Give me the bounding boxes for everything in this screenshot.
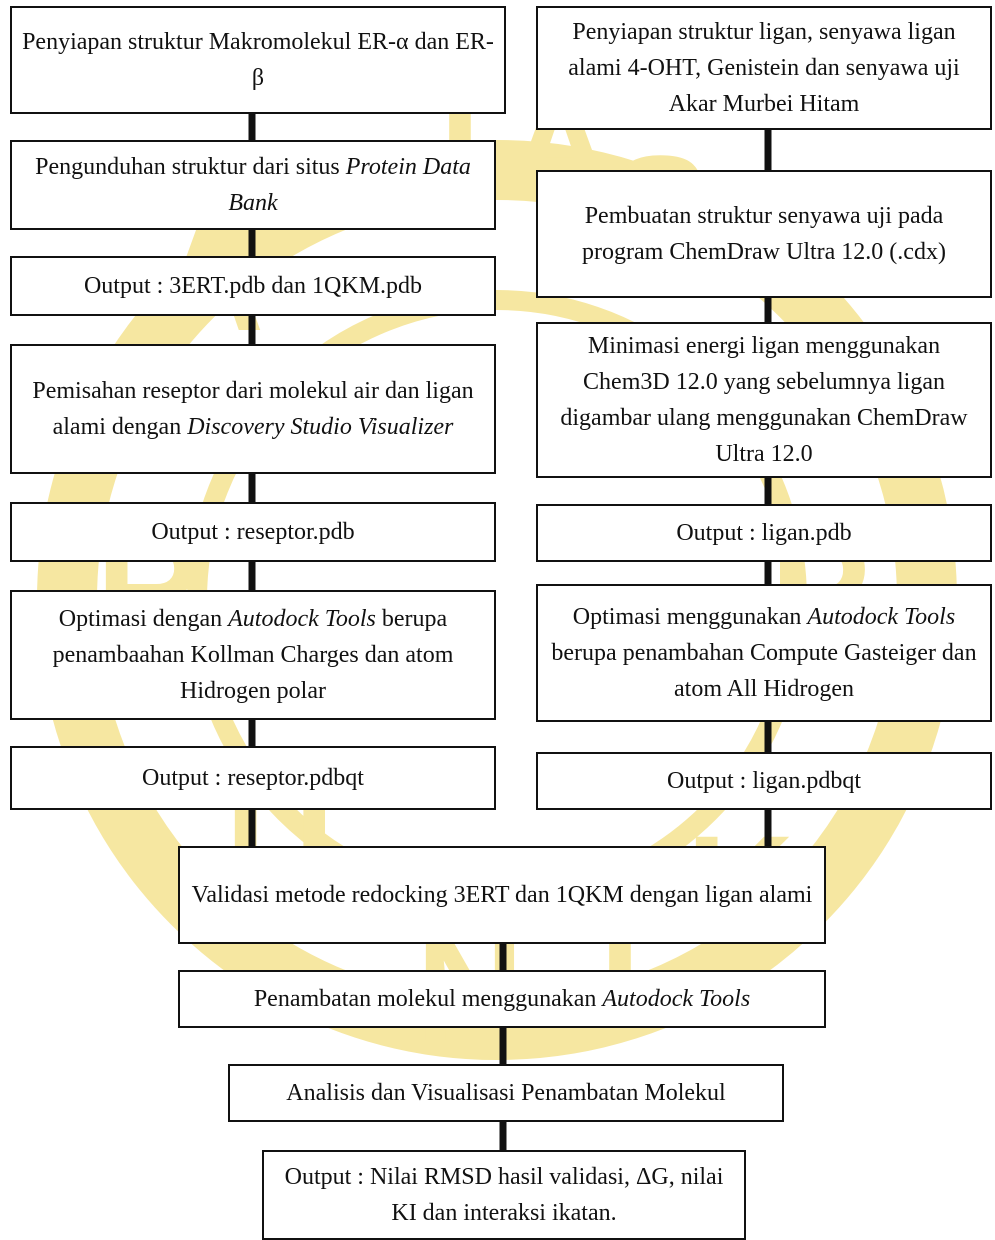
step-validation-redocking-text: Validasi metode redocking 3ERT dan 1QKM … [191,882,813,908]
left-step-separate-receptor-text: Pemisahan reseptor dari molekul air dan … [32,378,474,440]
left-output-receptor-pdb-text: Output : reseptor.pdb [151,519,355,545]
left-step-download-pdb-text: Pengunduhan struktur dari situs Protein … [35,154,471,216]
step-molecular-docking-text: Penambatan molekul menggunakan Autodock … [253,986,751,1012]
left-output-receptor-pdb: Output : reseptor.pdb [10,502,496,562]
left-output-receptor-pdbqt: Output : reseptor.pdbqt [10,746,496,810]
left-step-download-pdb: Pengunduhan struktur dari situs Protein … [10,140,496,230]
left-step-optimize-autodock-text: Optimasi dengan Autodock Tools berupa pe… [52,606,454,704]
step-validation-redocking: Validasi metode redocking 3ERT dan 1QKM … [178,846,826,944]
right-step-chemdraw-structure-text: Pembuatan struktur senyawa uji pada prog… [582,203,946,265]
right-output-ligand-pdb-text: Output : ligan.pdb [676,520,852,546]
left-step-prepare-macromolecule-text: Penyiapan struktur Makromolekul ER-α dan… [22,29,494,91]
right-step-optimize-autodock-text: Optimasi menggunakan Autodock Tools beru… [551,604,977,702]
right-output-ligand-pdb: Output : ligan.pdb [536,504,992,562]
right-step-optimize-autodock: Optimasi menggunakan Autodock Tools beru… [536,584,992,722]
left-output-pdb-files: Output : 3ERT.pdb dan 1QKM.pdb [10,256,496,316]
right-step-chemdraw-structure: Pembuatan struktur senyawa uji pada prog… [536,170,992,298]
right-step-energy-minimization-text: Minimasi energi ligan menggunakan Chem3D… [560,333,968,467]
step-analysis-visualization-text: Analisis dan Visualisasi Penambatan Mole… [286,1080,726,1106]
left-output-receptor-pdbqt-text: Output : reseptor.pdbqt [142,765,364,791]
right-step-prepare-ligand-text: Penyiapan struktur ligan, senyawa ligan … [568,19,960,117]
step-molecular-docking: Penambatan molekul menggunakan Autodock … [178,970,826,1028]
step-analysis-visualization: Analisis dan Visualisasi Penambatan Mole… [228,1064,784,1122]
right-output-ligand-pdbqt: Output : ligan.pdbqt [536,752,992,810]
right-step-energy-minimization: Minimasi energi ligan menggunakan Chem3D… [536,322,992,478]
left-step-optimize-autodock: Optimasi dengan Autodock Tools berupa pe… [10,590,496,720]
right-output-ligand-pdbqt-text: Output : ligan.pdbqt [667,768,861,794]
right-step-prepare-ligand: Penyiapan struktur ligan, senyawa ligan … [536,6,992,130]
final-output-results: Output : Nilai RMSD hasil validasi, ΔG, … [262,1150,746,1240]
left-step-separate-receptor: Pemisahan reseptor dari molekul air dan … [10,344,496,474]
left-step-prepare-macromolecule: Penyiapan struktur Makromolekul ER-α dan… [10,6,506,114]
left-output-pdb-files-text: Output : 3ERT.pdb dan 1QKM.pdb [83,273,423,299]
final-output-results-text: Output : Nilai RMSD hasil validasi, ΔG, … [284,1164,724,1226]
